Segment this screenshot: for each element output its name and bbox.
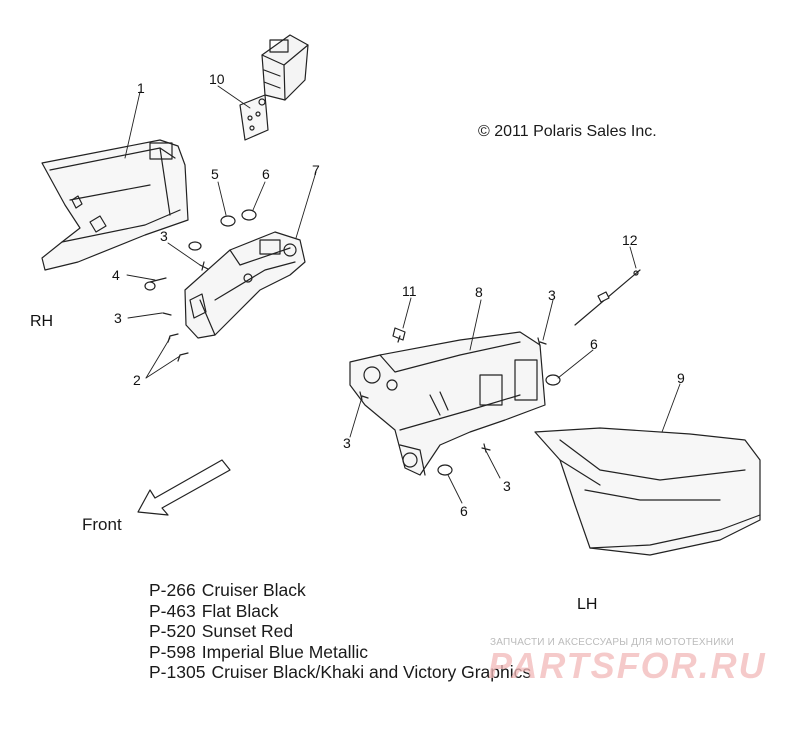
legend-name: Sunset Red	[201, 621, 294, 641]
callout-5: 5	[211, 166, 219, 182]
callout-10: 10	[209, 71, 225, 87]
legend-code: P-520	[149, 621, 196, 641]
legend-name: Flat Black	[201, 600, 279, 621]
part-9-lh-side-cover	[535, 428, 760, 555]
callout-7: 7	[312, 162, 320, 178]
callout-numbers: 1 10 5 6 7 3 4 3 2 11 8 3 6 12 9 3 6 3 R…	[30, 71, 685, 613]
callout-12: 12	[622, 232, 638, 248]
callout-1: 1	[137, 80, 145, 96]
callout-3b: 3	[114, 310, 122, 326]
callout-4: 4	[112, 267, 120, 283]
callout-6a: 6	[262, 166, 270, 182]
legend-name: Imperial Blue Metallic	[201, 641, 369, 662]
callout-8: 8	[475, 284, 483, 300]
front-arrow	[138, 460, 230, 515]
callout-9: 9	[677, 370, 685, 386]
part-10-relay-bracket	[240, 35, 308, 140]
callout-3d: 3	[343, 435, 351, 451]
callout-3c: 3	[548, 287, 556, 303]
lh-fasteners	[360, 328, 560, 475]
watermark-tagline: ЗАПЧАСТИ И АКСЕССУАРЫ ДЛЯ МОТОТЕХНИКИ	[490, 637, 735, 648]
side-label-rh: RH	[30, 313, 53, 330]
legend-name: Cruiser Black/Khaki and Victory Graphics	[211, 662, 532, 682]
rh-fasteners	[145, 210, 256, 361]
part-7-rh-frame	[185, 232, 305, 338]
legend-code: P-598	[149, 641, 196, 662]
legend-name: Cruiser Black	[201, 580, 306, 600]
side-label-lh: LH	[577, 596, 597, 613]
copyright-notice: © 2011 Polaris Sales Inc.	[478, 123, 657, 140]
part-8-lh-frame	[350, 332, 545, 475]
legend-code: P-463	[149, 600, 196, 621]
callout-3e: 3	[503, 478, 511, 494]
callout-6c: 6	[460, 503, 468, 519]
legend-code: P-1305	[149, 662, 206, 682]
front-label: Front	[82, 515, 122, 534]
callout-11: 11	[402, 283, 417, 299]
callout-3a: 3	[160, 228, 168, 244]
part-12-wire-tie	[575, 270, 640, 325]
part-1-rh-side-cover	[42, 140, 188, 270]
watermark-logo: PARTSFOR.RU	[488, 645, 767, 686]
legend-code: P-266	[149, 580, 196, 600]
leader-lines	[125, 86, 680, 503]
callout-2: 2	[133, 372, 141, 388]
callout-6b: 6	[590, 336, 598, 352]
